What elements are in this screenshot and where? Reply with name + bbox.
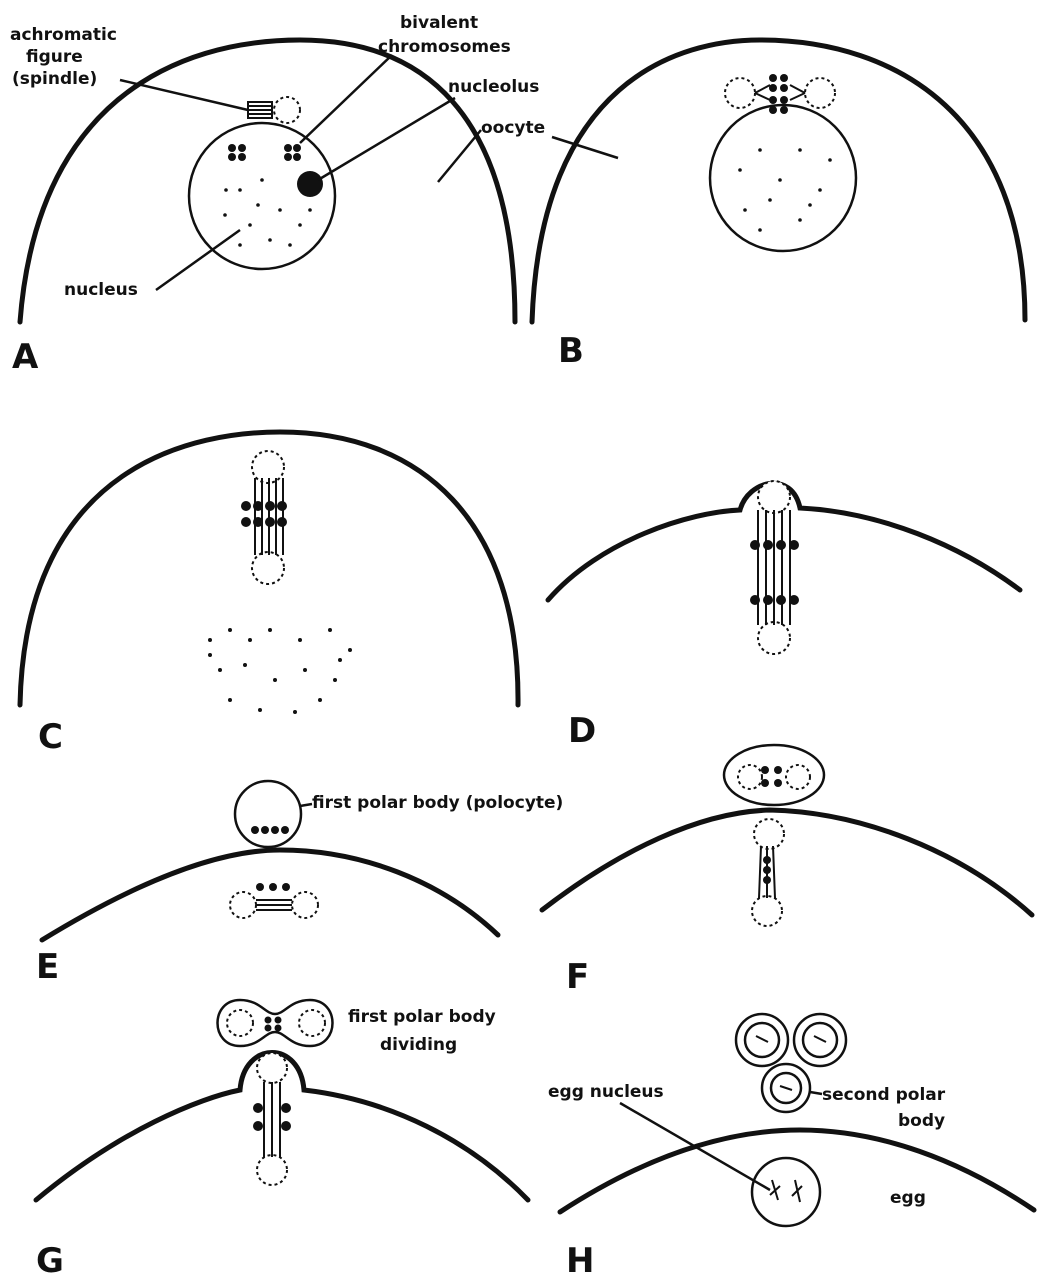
label-achromatic-spindle: (spindle) [12, 69, 97, 89]
label-second-polar: second polar [822, 1085, 946, 1105]
panel-letter-a: A [12, 337, 39, 377]
panel-c-chromatin-remnant [208, 628, 352, 714]
panel-letter-e: E [36, 947, 59, 987]
panel-f: F [542, 745, 1032, 997]
panel-letter-g: G [36, 1241, 64, 1278]
panel-a: achromatic figure (spindle) bivalent chr… [10, 13, 545, 377]
label-first-polar-body-dividing-1: first polar body [348, 1007, 496, 1027]
label-egg: egg [890, 1188, 926, 1208]
panel-e: first polar body (polocyte) E [36, 781, 563, 987]
panel-letter-b: B [558, 331, 584, 371]
panel-b-nucleus [710, 105, 856, 251]
panel-letter-f: F [566, 957, 589, 997]
panel-g: first polar body dividing G [36, 1000, 528, 1278]
panel-e-first-polar-body [235, 781, 301, 847]
label-bivalent: bivalent [400, 13, 478, 33]
panel-h: egg nucleus second polar body egg H [548, 1014, 1034, 1278]
panel-letter-h: H [566, 1241, 594, 1278]
label-first-polar-body-dividing-2: dividing [380, 1035, 457, 1055]
panel-a-bivalent-chromosomes [228, 144, 301, 161]
panel-a-spindle [248, 97, 300, 123]
panel-d: D [548, 481, 1020, 751]
panel-c: C [20, 432, 518, 757]
panel-letter-c: C [38, 717, 63, 757]
label-nucleus: nucleus [64, 280, 138, 300]
panel-h-egg-outline [560, 1130, 1034, 1212]
label-achromatic-figure-2: figure [26, 47, 83, 67]
panel-b-oocyte-outline [532, 40, 1025, 322]
panel-f-egg-outline [542, 810, 1032, 915]
label-achromatic-figure: achromatic [10, 25, 117, 45]
label-nucleolus: nucleolus [448, 77, 539, 97]
panel-e-egg-outline [42, 850, 498, 940]
label-first-polar-body: first polar body (polocyte) [312, 793, 563, 813]
panel-b: B [532, 40, 1025, 371]
label-oocyte: oocyte [481, 118, 545, 138]
label-second-polar-body: body [898, 1111, 945, 1131]
panel-b-chromosomes [769, 74, 788, 114]
panel-letter-d: D [568, 711, 596, 751]
label-egg-nucleus: egg nucleus [548, 1082, 664, 1102]
label-chromosomes: chromosomes [378, 37, 511, 57]
panel-c-chromosomes [241, 501, 287, 527]
panel-h-egg-nucleus [752, 1158, 820, 1226]
panel-a-nucleolus [297, 171, 323, 197]
